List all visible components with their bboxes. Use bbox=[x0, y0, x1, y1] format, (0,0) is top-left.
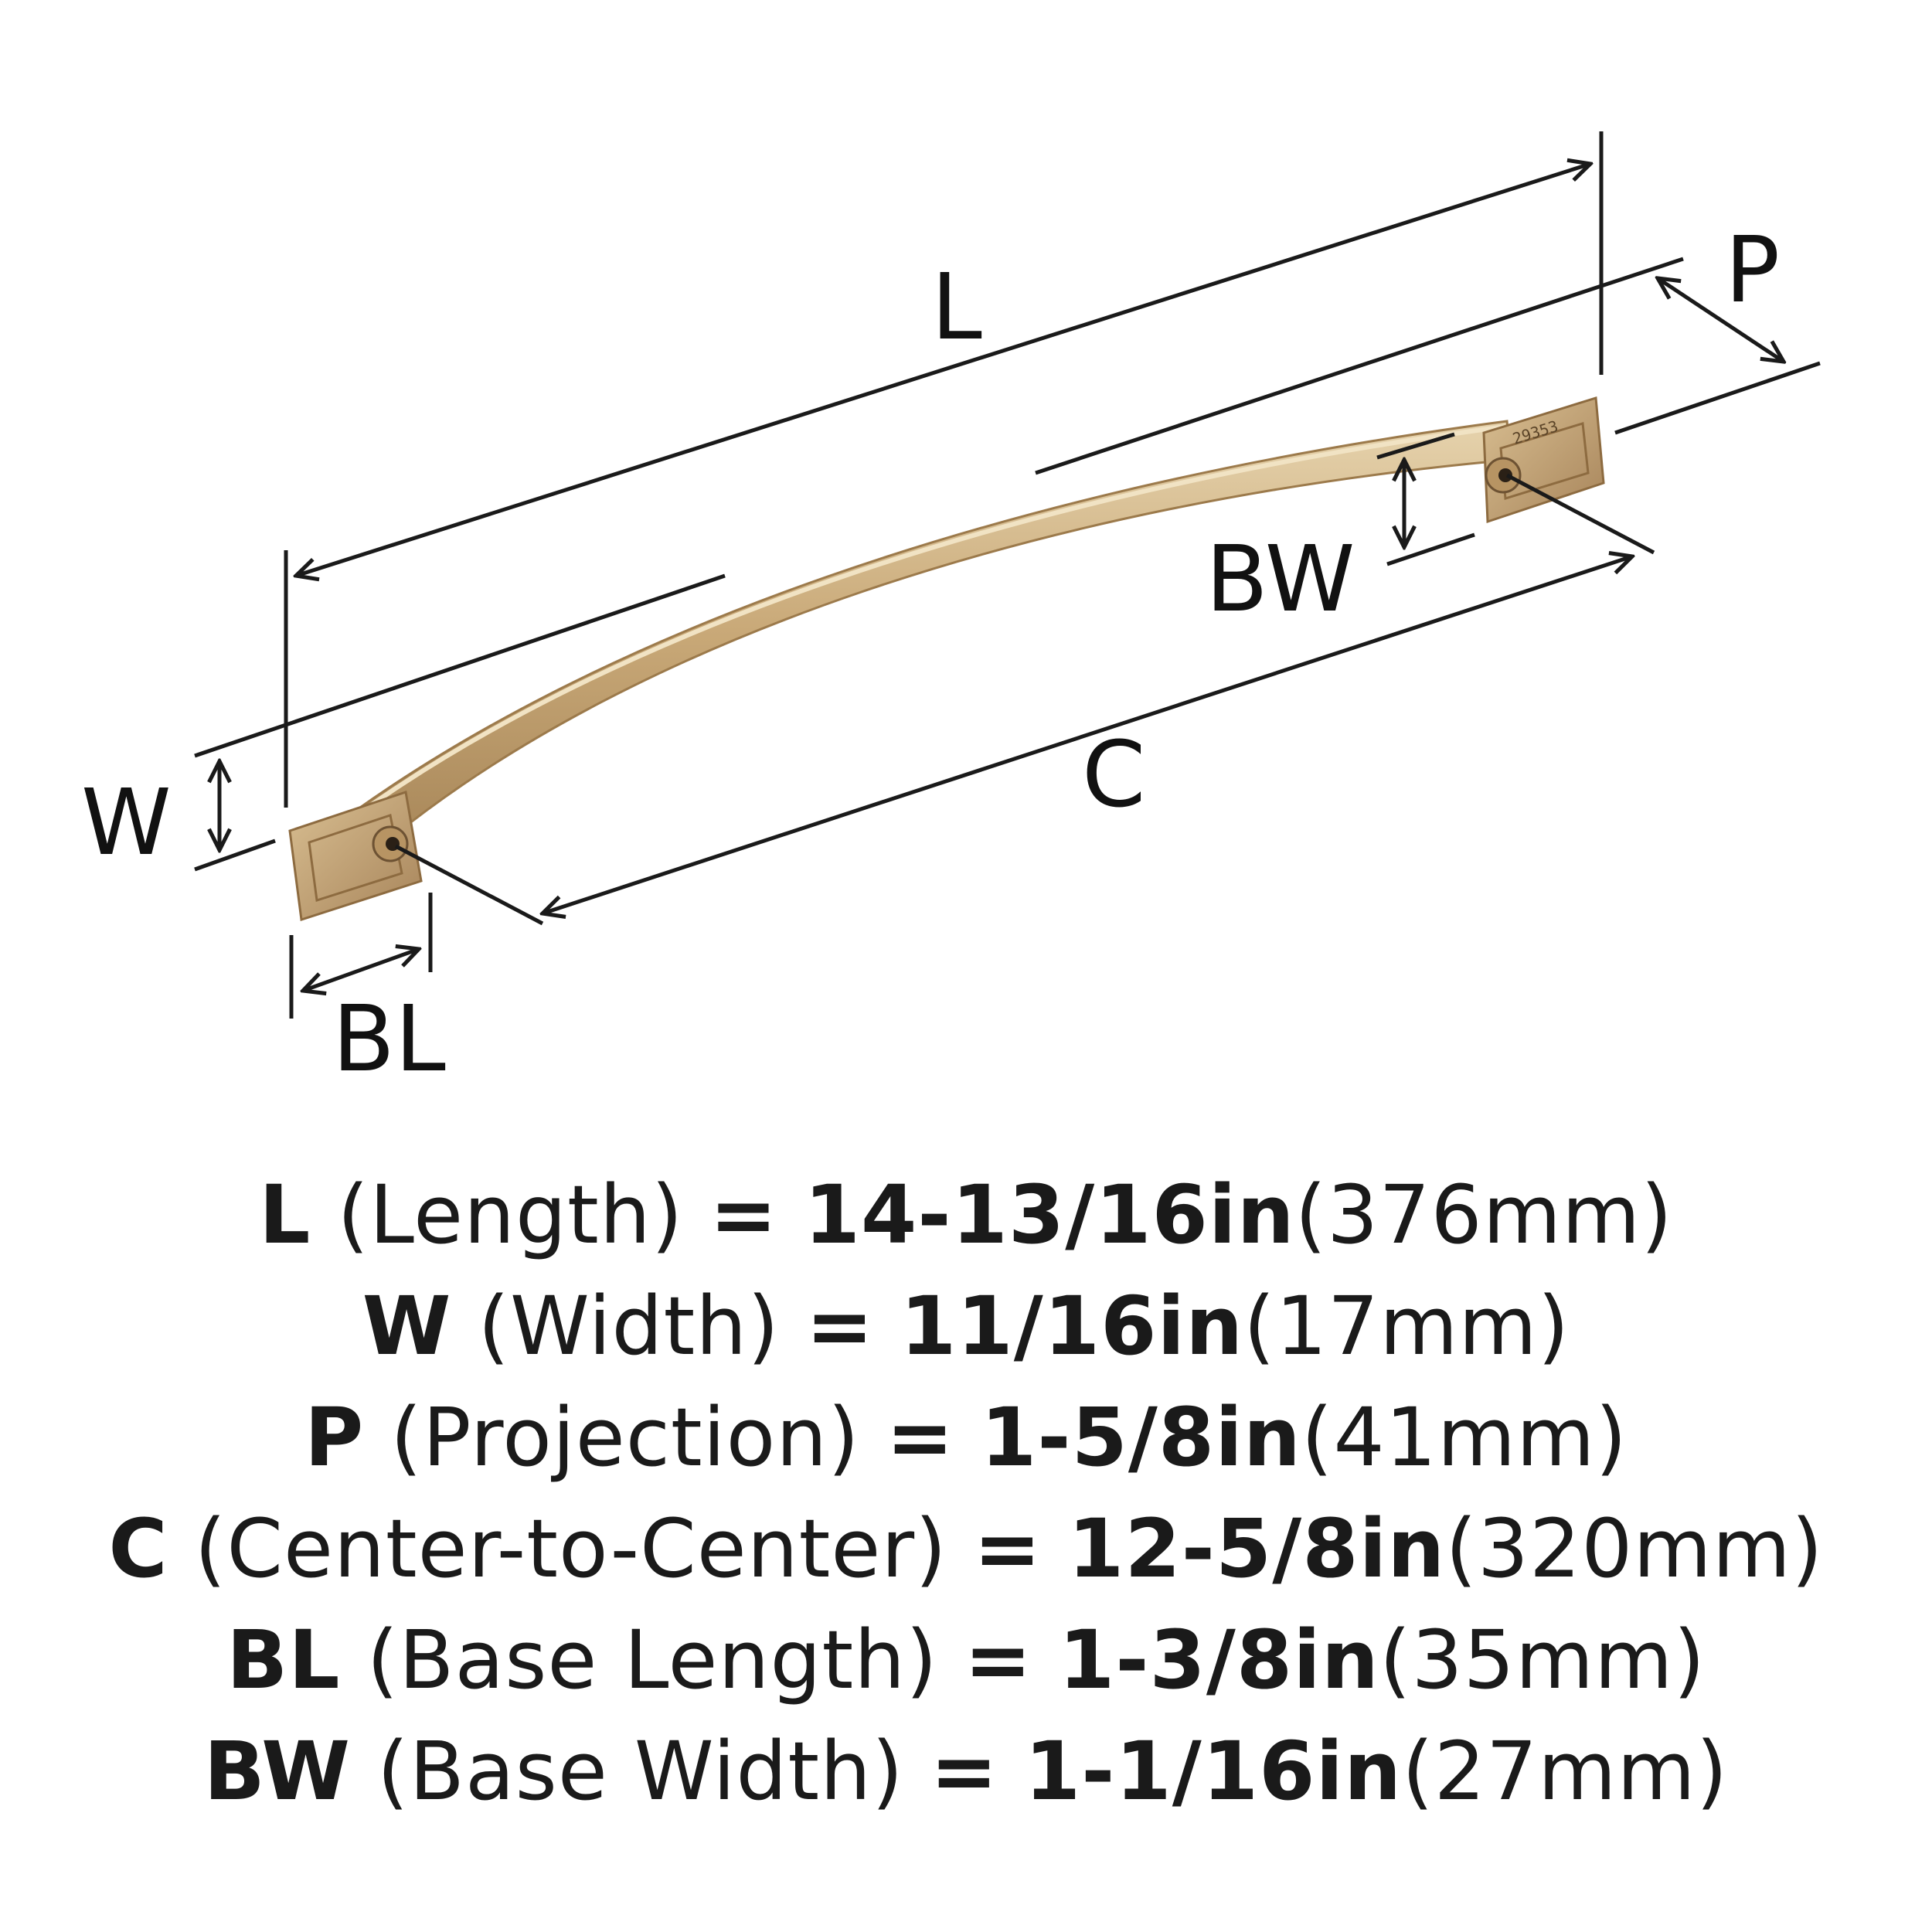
bl-dimension-arrow bbox=[303, 949, 419, 991]
spec-row-base-width: BW (Base Width) = 1-1/16in(27mm) bbox=[0, 1716, 1932, 1827]
w-extension-bottom bbox=[194, 838, 276, 872]
spec-eq: = bbox=[886, 1390, 954, 1485]
spec-imperial: 1-1/16in bbox=[1024, 1724, 1403, 1818]
l-dimension-arrow bbox=[296, 164, 1590, 576]
spec-metric: (35mm) bbox=[1379, 1613, 1706, 1707]
spec-key: BL bbox=[226, 1613, 341, 1707]
spec-metric: (376mm) bbox=[1294, 1168, 1673, 1262]
c-dimension-arrow bbox=[543, 556, 1632, 913]
spec-imperial: 1-5/8in bbox=[980, 1390, 1301, 1485]
spec-eq: = bbox=[964, 1613, 1032, 1707]
spec-metric: (17mm) bbox=[1243, 1279, 1570, 1373]
spec-key: L bbox=[259, 1168, 311, 1262]
spec-desc: (Width) bbox=[478, 1279, 780, 1373]
label-p: P bbox=[1725, 216, 1780, 323]
spec-desc: (Center-to-Center) bbox=[194, 1502, 947, 1596]
spec-eq: = bbox=[930, 1724, 998, 1818]
spec-imperial: 14-13/16in bbox=[804, 1168, 1295, 1262]
spec-eq: = bbox=[805, 1279, 874, 1373]
spec-desc: (Base Length) bbox=[366, 1613, 938, 1707]
p-dimension-arrow bbox=[1658, 278, 1784, 362]
spec-metric: (41mm) bbox=[1301, 1390, 1628, 1485]
cabinet-pull-handle: 29353 bbox=[288, 396, 1605, 921]
spec-metric: (27mm) bbox=[1402, 1724, 1729, 1818]
spec-imperial: 12-5/8in bbox=[1068, 1502, 1446, 1596]
spec-metric: (320mm) bbox=[1445, 1502, 1824, 1596]
left-base-plate bbox=[288, 791, 423, 921]
label-w: W bbox=[81, 769, 172, 876]
c-extension-left bbox=[394, 844, 544, 926]
spec-imperial: 1-3/8in bbox=[1059, 1613, 1379, 1707]
dimension-lines bbox=[194, 131, 1821, 1019]
spec-row-width: W (Width) = 11/16in(17mm) bbox=[0, 1270, 1932, 1382]
p-extension-bottom bbox=[1614, 361, 1821, 435]
spec-key: BW bbox=[203, 1724, 351, 1818]
specification-list: L (Length) = 14-13/16in(376mm) W (Width)… bbox=[0, 1159, 1932, 1827]
bw-extension-bottom bbox=[1386, 532, 1475, 566]
spec-row-length: L (Length) = 14-13/16in(376mm) bbox=[0, 1159, 1932, 1270]
spec-imperial: 11/16in bbox=[900, 1279, 1244, 1373]
right-base-plate: 29353 bbox=[1482, 396, 1605, 524]
label-l: L bbox=[931, 253, 982, 360]
label-bw: BW bbox=[1206, 526, 1355, 632]
spec-key: W bbox=[362, 1279, 452, 1373]
spec-key: C bbox=[108, 1502, 168, 1596]
label-bl: BL bbox=[332, 985, 446, 1092]
spec-desc: (Base Width) bbox=[377, 1724, 904, 1818]
spec-eq: = bbox=[973, 1502, 1042, 1596]
spec-row-projection: P (Projection) = 1-5/8in(41mm) bbox=[0, 1382, 1932, 1493]
spec-row-base-length: BL (Base Length) = 1-3/8in(35mm) bbox=[0, 1604, 1932, 1716]
dimension-diagram: 29353 L P BW W C BL bbox=[81, 131, 1821, 1092]
spec-desc: (Length) bbox=[337, 1168, 684, 1262]
c-extension-right bbox=[1505, 473, 1655, 555]
spec-eq: = bbox=[709, 1168, 778, 1262]
p-extension-top bbox=[1035, 257, 1684, 475]
spec-desc: (Projection) bbox=[390, 1390, 860, 1485]
spec-key: P bbox=[304, 1390, 365, 1485]
spec-row-center-to-center: C (Center-to-Center) = 12-5/8in(320mm) bbox=[0, 1493, 1932, 1604]
label-c: C bbox=[1082, 721, 1145, 828]
bw-extension-top bbox=[1376, 432, 1455, 460]
